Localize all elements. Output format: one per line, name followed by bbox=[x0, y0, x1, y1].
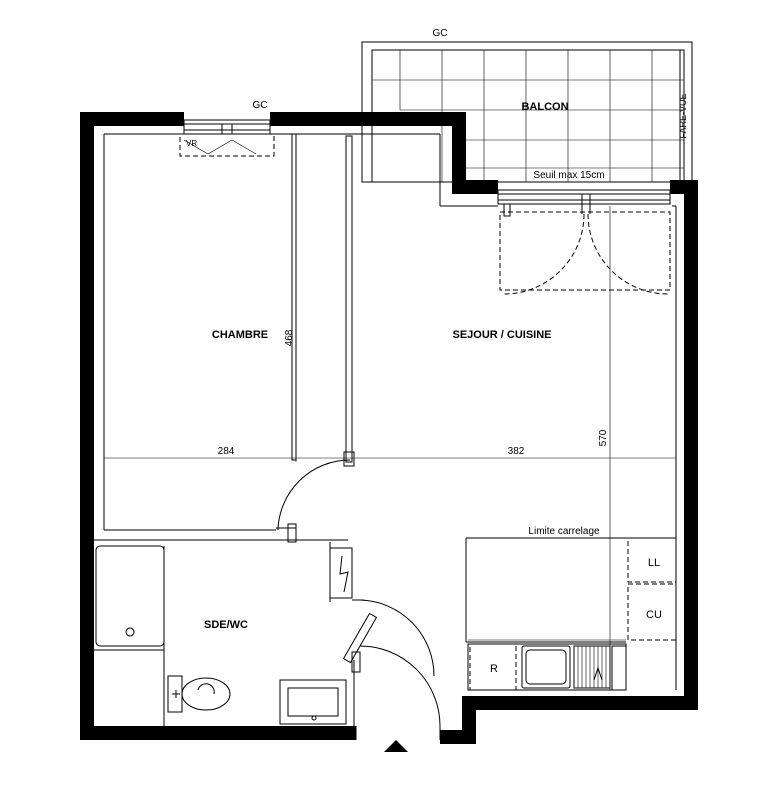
walls bbox=[80, 112, 698, 744]
gc-bedroom-label: GC bbox=[253, 100, 268, 111]
fare-vue-label: FARE-VUE bbox=[678, 93, 688, 138]
cu-label: CU bbox=[646, 609, 662, 621]
dimension-chambre-width: 284 bbox=[218, 446, 235, 457]
dimension-sejour-width: 382 bbox=[508, 446, 525, 457]
dimension-chambre-height: 468 bbox=[284, 329, 295, 346]
bathroom-door bbox=[342, 599, 435, 677]
living-window bbox=[497, 189, 671, 295]
room-balcon: BALCON bbox=[521, 101, 568, 113]
kitchen bbox=[465, 537, 677, 691]
entrance-arrow-icon bbox=[384, 740, 408, 752]
room-chambre: CHAMBRE bbox=[212, 329, 268, 341]
shower-tray bbox=[95, 545, 165, 647]
vr-label: VR bbox=[186, 139, 197, 148]
limite-carrelage-label: Limite carrelage bbox=[528, 526, 600, 537]
dimension-lines bbox=[104, 134, 676, 690]
room-sejour-cuisine: SEJOUR / CUISINE bbox=[452, 329, 551, 341]
seuil-label: Seuil max 15cm bbox=[533, 170, 604, 181]
toilet bbox=[167, 675, 231, 713]
bedroom-door bbox=[277, 451, 355, 531]
bedroom-window bbox=[179, 119, 275, 157]
washbasin bbox=[279, 679, 347, 725]
dimension-sejour-height: 570 bbox=[598, 429, 609, 446]
balcony bbox=[361, 41, 693, 183]
room-sde-wc: SDE/WC bbox=[204, 619, 248, 631]
ll-label: LL bbox=[648, 557, 660, 569]
gc-balcony-label: GC bbox=[433, 28, 448, 39]
entrance-door bbox=[355, 645, 441, 740]
bathroom-walls bbox=[91, 539, 364, 726]
fridge-label: R bbox=[490, 663, 498, 675]
